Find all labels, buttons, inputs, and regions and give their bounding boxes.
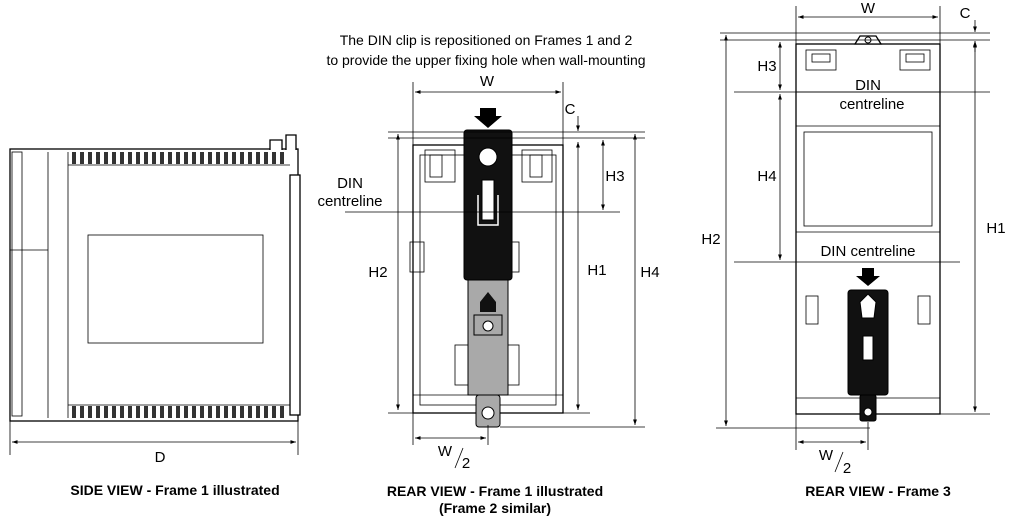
dimension-d-label: D	[155, 449, 166, 466]
rear-view-1-caption-sub: (Frame 2 similar)	[439, 500, 551, 516]
rear-view-frame-3: DIN centreline DIN centreline W C H3 H4 …	[701, 0, 1005, 499]
note-line-1: The DIN clip is repositioned on Frames 1…	[340, 32, 633, 48]
note-line-2: to provide the upper fixing hole when wa…	[326, 52, 645, 68]
centreline-label-frame-1: centreline	[317, 193, 382, 210]
side-view-housing	[9, 134, 301, 422]
rear-view-3-window	[803, 131, 933, 227]
dimension-h2-frame-1: H2	[368, 264, 387, 281]
centreline-upper-label-frame-3: centreline	[839, 96, 904, 113]
dimension-h2-frame-3: H2	[701, 231, 720, 248]
din-clip-frame-1	[463, 108, 513, 428]
din-clip-frame-3	[847, 268, 889, 422]
dimension-h4-frame-3: H4	[757, 168, 776, 185]
dimension-half-w-num-frame-1: W	[438, 443, 453, 460]
rear-view-1-caption: REAR VIEW - Frame 1 illustrated	[387, 483, 603, 499]
dimension-h1-frame-3: H1	[986, 220, 1005, 237]
side-view-label-window	[87, 234, 264, 344]
dimension-h3-frame-3: H3	[757, 58, 776, 75]
side-view-vent-teeth	[72, 152, 284, 418]
din-lower-label-frame-3: DIN centreline	[820, 243, 915, 260]
dimension-c-frame-3: C	[960, 5, 971, 22]
dimension-w-frame-1: W	[480, 73, 495, 90]
side-view-caption: SIDE VIEW - Frame 1 illustrated	[70, 482, 279, 498]
dimension-h1-frame-1: H1	[587, 262, 606, 279]
side-view: D SIDE VIEW - Frame 1 illustrated	[9, 134, 301, 498]
dimension-w-frame-3: W	[861, 0, 876, 17]
din-upper-label-frame-3: DIN	[855, 77, 881, 94]
rear-view-frame-1: DIN centreline W C H2 H3 H1 H4 W 2 REAR	[317, 73, 659, 516]
dimension-h4-frame-1: H4	[640, 264, 659, 281]
dimension-c-frame-1: C	[565, 101, 576, 118]
rear-view-3-caption: REAR VIEW - Frame 3	[805, 483, 951, 499]
dimension-half-w-den-frame-3: 2	[843, 460, 851, 477]
dimension-half-w-num-frame-3: W	[819, 447, 834, 464]
din-label-frame-1: DIN	[337, 175, 363, 192]
dimension-half-w-den-frame-1: 2	[462, 455, 470, 472]
dimension-h3-frame-1: H3	[605, 168, 624, 185]
